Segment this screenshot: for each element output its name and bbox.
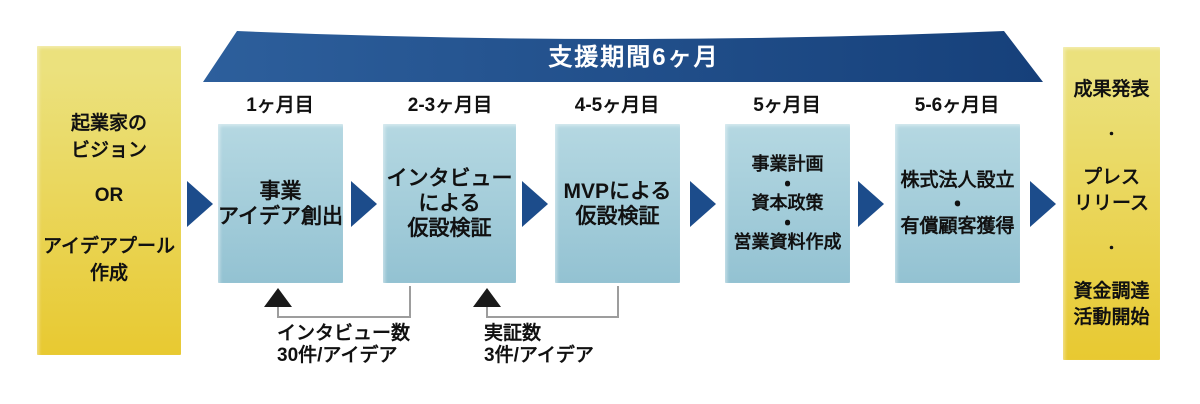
stage-box-interview-validation: インタビュー による 仮設検証	[383, 124, 516, 283]
stage-box-business-plan: 事業計画 ・ 資本政策 ・ 営業資料作成	[725, 124, 850, 283]
outcome-line: リリース	[1073, 193, 1150, 214]
dot-separator: ・	[1104, 240, 1119, 256]
flow-arrow-icon	[351, 181, 377, 227]
flow-arrow-icon	[858, 181, 884, 227]
flow-arrow-icon	[522, 181, 548, 227]
validation-count-note: 実証数 3件/アイデア	[484, 323, 594, 366]
stage-period-label-3: 4-5ヶ月目	[574, 95, 660, 116]
outcome-line: プレス	[1082, 167, 1140, 188]
flow-arrow-icon	[187, 181, 213, 227]
stage-text: 株式法人設立 ・ 有償顧客獲得	[900, 170, 1015, 237]
flow-arrow-icon	[1030, 181, 1056, 227]
flow-arrow-icon	[690, 181, 716, 227]
feedback-connector-line	[277, 286, 411, 318]
outcome-line: 活動開始	[1073, 307, 1150, 328]
feedback-triangle-icon	[473, 288, 501, 307]
vision-text: 起業家の ビジョン	[70, 113, 147, 161]
idea-pool-text: アイデアプール 作成	[42, 236, 176, 284]
support-period-banner-label: 支援期間6ヶ月	[548, 44, 720, 71]
outcome-box: 成果発表 ・ プレス リリース ・ 資金調達 活動開始	[1063, 47, 1160, 360]
outcome-line: 成果発表	[1073, 79, 1150, 100]
stage-text: 事業 アイデア創出	[218, 179, 343, 228]
interview-count-note: インタビュー数 30件/アイデア	[277, 323, 411, 366]
feedback-connector-line	[486, 286, 619, 318]
stage-text: 事業計画 ・ 資本政策 ・ 営業資料作成	[733, 153, 842, 252]
stage-box-mvp-validation: MVPによる 仮設検証	[555, 124, 680, 283]
stage-text: インタビュー による 仮設検証	[386, 167, 513, 240]
or-text: OR	[94, 185, 124, 206]
stage-period-label-1: 1ヶ月目	[246, 95, 314, 116]
stage-period-label-2: 2-3ヶ月目	[407, 95, 493, 116]
stage-text: MVPによる 仮設検証	[563, 179, 672, 228]
entrepreneur-vision-box: 起業家の ビジョン OR アイデアプール 作成	[37, 46, 181, 355]
stage-period-label-5: 5-6ヶ月目	[914, 95, 1000, 116]
outcome-line: 資金調達	[1073, 281, 1150, 302]
stage-box-incorporation: 株式法人設立 ・ 有償顧客獲得	[895, 124, 1020, 283]
dot-separator: ・	[1104, 126, 1119, 142]
stage-period-label-4: 5ヶ月目	[753, 95, 821, 116]
stage-box-idea-creation: 事業 アイデア創出	[218, 124, 343, 283]
feedback-triangle-icon	[264, 288, 292, 307]
